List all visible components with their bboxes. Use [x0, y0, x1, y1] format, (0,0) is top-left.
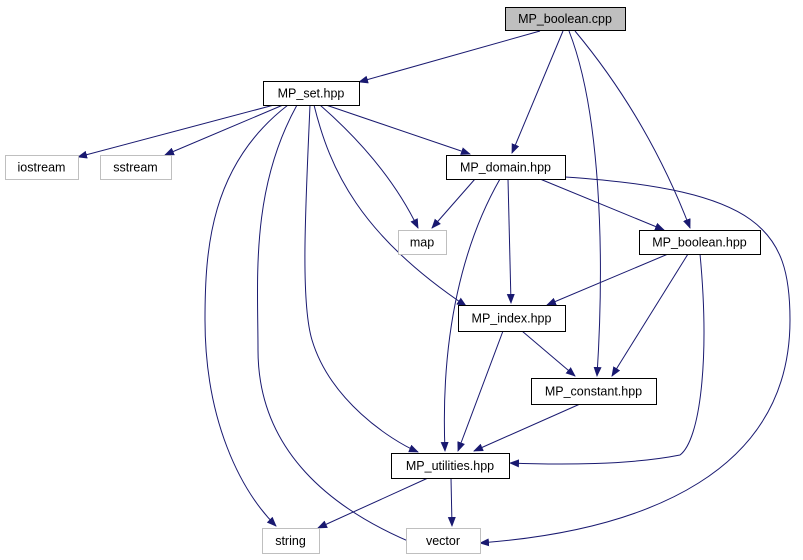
edge-mp-constant-hpp-to-mp-utilities-hpp — [473, 403, 581, 452]
edge-mp-set-hpp-to-mp-domain-hpp — [325, 104, 471, 155]
node-string: string — [262, 528, 320, 554]
node-label: string — [275, 534, 306, 548]
edge-mp-domain-hpp-to-mp-boolean-hpp — [539, 178, 665, 231]
node-label: vector — [426, 534, 460, 548]
edge-mp-boolean-cpp-to-mp-boolean-hpp — [574, 30, 691, 229]
edge-mp-set-hpp-to-map — [319, 104, 419, 229]
edge-mp-boolean-cpp-to-mp-domain-hpp — [511, 30, 564, 154]
edge-mp-boolean-hpp-to-mp-utilities-hpp — [509, 253, 705, 468]
node-box — [398, 230, 447, 255]
edge-mp-set-hpp-to-iostream — [77, 104, 275, 159]
node-mp-set-hpp[interactable]: MP_set.hpp — [263, 81, 360, 106]
node-label: MP_boolean.hpp — [652, 236, 747, 250]
node-sstream: sstream — [100, 155, 172, 180]
node-box — [505, 7, 626, 31]
node-box — [262, 528, 320, 554]
node-label: MP_utilities.hpp — [406, 459, 494, 473]
node-iostream: iostream — [5, 155, 79, 180]
edge-mp-utilities-hpp-to-vector — [447, 477, 456, 527]
node-mp-utilities-hpp[interactable]: MP_utilities.hpp — [391, 453, 510, 479]
node-label: MP_set.hpp — [278, 87, 345, 101]
edge-mp-boolean-hpp-to-mp-constant-hpp — [611, 253, 689, 377]
edge-mp-set-hpp-to-vector — [256, 104, 421, 547]
node-box — [5, 155, 79, 180]
edge-mp-set-hpp-to-string — [204, 104, 289, 527]
edge-mp-set-hpp-to-sstream — [164, 104, 284, 156]
node-map: map — [398, 230, 447, 255]
edge-mp-domain-hpp-to-vector — [479, 176, 791, 547]
node-box — [100, 155, 172, 180]
node-label: iostream — [18, 161, 66, 175]
node-label: sstream — [113, 161, 157, 175]
node-label: MP_domain.hpp — [460, 161, 551, 175]
edges-layer — [77, 30, 791, 547]
edge-mp-domain-hpp-to-mp-utilities-hpp — [440, 178, 501, 452]
node-label: map — [410, 236, 434, 250]
node-mp-boolean-hpp[interactable]: MP_boolean.hpp — [639, 230, 761, 255]
edge-mp-domain-hpp-to-mp-index-hpp — [506, 178, 515, 304]
node-box — [639, 230, 761, 255]
edge-mp-set-hpp-to-mp-utilities-hpp — [304, 104, 419, 453]
node-label: MP_index.hpp — [472, 312, 552, 326]
node-mp-constant-hpp[interactable]: MP_constant.hpp — [531, 378, 657, 405]
node-mp-index-hpp[interactable]: MP_index.hpp — [458, 305, 566, 332]
node-label: MP_boolean.cpp — [518, 12, 612, 26]
edge-mp-index-hpp-to-mp-constant-hpp — [521, 330, 576, 377]
node-box — [406, 528, 481, 554]
node-vector: vector — [406, 528, 481, 554]
node-mp-boolean-cpp[interactable]: MP_boolean.cpp — [505, 7, 626, 31]
node-box — [446, 155, 566, 180]
node-box — [458, 305, 566, 332]
edge-mp-domain-hpp-to-map — [431, 178, 476, 229]
edge-mp-index-hpp-to-mp-utilities-hpp — [457, 330, 504, 452]
node-box — [391, 453, 510, 479]
edge-mp-utilities-hpp-to-string — [317, 477, 429, 529]
edge-mp-boolean-hpp-to-mp-index-hpp — [546, 253, 669, 306]
node-label: MP_constant.hpp — [545, 385, 642, 399]
edge-mp-boolean-cpp-to-mp-set-hpp — [358, 30, 541, 84]
edge-mp-set-hpp-to-mp-index-hpp — [313, 104, 467, 307]
edge-mp-boolean-cpp-to-mp-constant-hpp — [568, 30, 602, 377]
node-box — [531, 378, 657, 405]
node-mp-domain-hpp[interactable]: MP_domain.hpp — [446, 155, 566, 180]
node-box — [263, 81, 360, 106]
